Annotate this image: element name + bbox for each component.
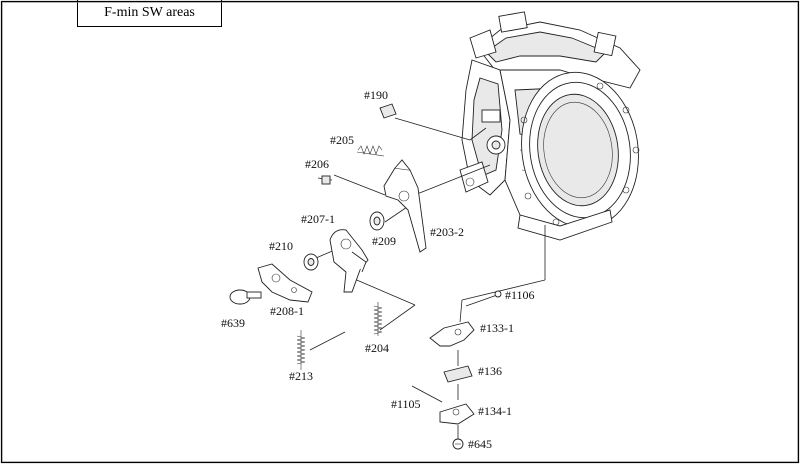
label-645: #645	[468, 437, 492, 451]
label-639: #639	[221, 316, 245, 330]
label-133-1: #133-1	[480, 321, 514, 335]
part-205-spring	[356, 145, 385, 157]
mirror-box-chassis	[459, 11, 641, 241]
part-210-washer	[303, 253, 319, 271]
part-1106-screw	[465, 290, 502, 307]
part-136-contact	[443, 365, 473, 383]
label-1105: #1105	[391, 397, 421, 411]
label-210: #210	[269, 239, 293, 253]
part-204-spring	[373, 302, 383, 336]
part-labels: #190 #205 #206 #207-1 #209 #203-2 #210 #…	[221, 88, 535, 451]
part-639-button	[229, 289, 262, 305]
part-213-spring	[296, 330, 306, 370]
label-136: #136	[478, 364, 502, 378]
part-206-pin	[317, 175, 333, 185]
part-203-2-lever	[383, 159, 427, 253]
diagram-title: F-min SW areas	[77, 0, 222, 27]
part-645-screw	[452, 438, 464, 450]
label-206: #206	[305, 157, 329, 171]
part-208-1-bracket	[257, 263, 313, 303]
leader-lines	[309, 117, 546, 440]
part-133-1-plate	[429, 321, 475, 347]
label-203-2: #203-2	[430, 225, 464, 239]
label-134-1: #134-1	[478, 404, 512, 418]
label-190: #190	[364, 88, 388, 102]
label-205: #205	[330, 133, 354, 147]
label-1106: #1106	[505, 288, 535, 302]
label-204: #204	[365, 341, 389, 355]
part-207-1-cam-lever	[329, 229, 369, 293]
label-207-1: #207-1	[301, 212, 335, 226]
part-190-pad	[379, 103, 397, 119]
label-213: #213	[289, 369, 313, 383]
label-208-1: #208-1	[270, 304, 304, 318]
part-209-washer	[369, 211, 385, 231]
label-209: #209	[372, 234, 396, 248]
part-134-1-switch	[439, 403, 475, 425]
part-1105-screw	[411, 385, 443, 403]
